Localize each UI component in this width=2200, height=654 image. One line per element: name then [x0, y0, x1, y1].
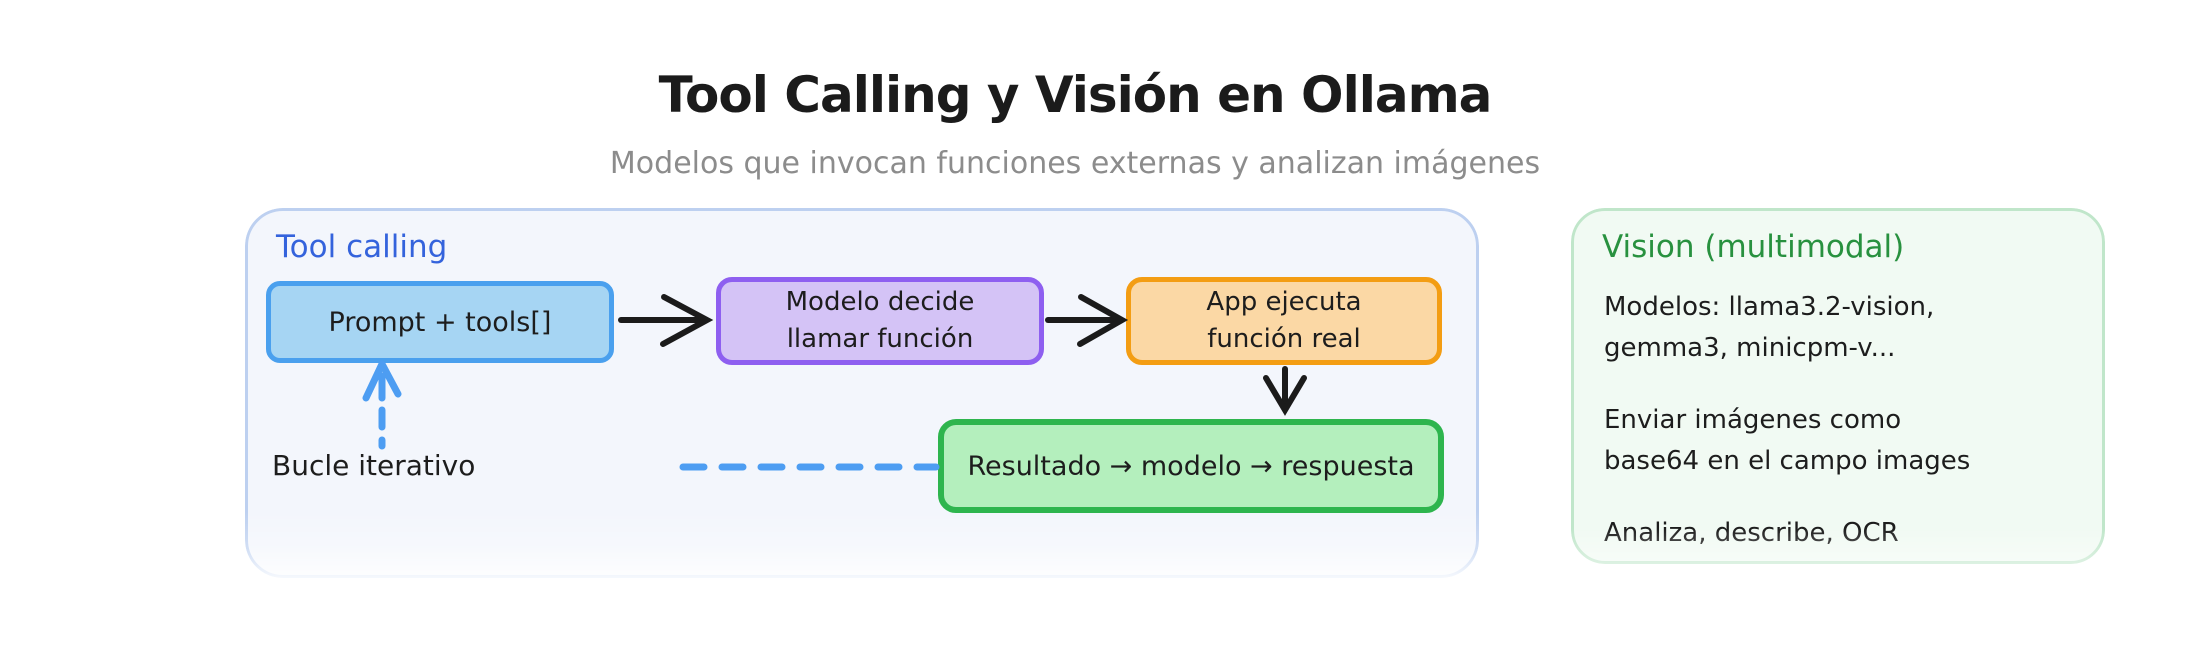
flow-box-result-response: Resultado → modelo → respuesta [938, 419, 1444, 513]
vision-images-text: Enviar imágenes como base64 en el campo … [1604, 400, 1970, 482]
iterative-loop-label: Bucle iterativo [272, 449, 476, 482]
page-subtitle: Modelos que invocan funciones externas y… [609, 146, 1541, 181]
flow-box-result-response-label: Resultado → modelo → respuesta [967, 450, 1415, 482]
flow-box-model-decides-line1: Modelo decide [785, 287, 975, 317]
flow-box-model-decides: Modelo decide llamar función [716, 277, 1044, 365]
flow-box-app-executes-line2: función real [1207, 324, 1361, 354]
vision-panel-label: Vision (multimodal) [1602, 229, 1905, 265]
vision-images-line2: base64 en el campo images [1604, 446, 1971, 476]
vision-models-line1: Modelos: llama3.2-vision, [1604, 292, 1935, 322]
flow-box-prompt-tools: Prompt + tools[] [266, 281, 614, 363]
page-title: Tool Calling y Visión en Ollama [658, 66, 1493, 124]
tool-calling-panel: Tool calling [245, 208, 1479, 578]
flow-box-app-executes-line1: App ejecuta [1206, 287, 1362, 317]
vision-capabilities-text: Analiza, describe, OCR [1604, 518, 1899, 548]
flow-box-prompt-tools-label: Prompt + tools[] [328, 306, 552, 338]
flow-box-app-executes: App ejecuta función real [1126, 277, 1442, 365]
vision-panel-body: Modelos: llama3.2-vision, gemma3, minicp… [1604, 287, 1970, 585]
flow-box-model-decides-line2: llamar función [786, 324, 974, 354]
vision-images-line1: Enviar imágenes como [1604, 405, 1902, 435]
vision-panel: Vision (multimodal) Modelos: llama3.2-vi… [1571, 208, 2105, 564]
vision-models-line2: gemma3, minicpm-v... [1604, 333, 1896, 363]
vision-models-text: Modelos: llama3.2-vision, gemma3, minicp… [1604, 287, 1970, 369]
tool-calling-panel-label: Tool calling [276, 229, 448, 265]
